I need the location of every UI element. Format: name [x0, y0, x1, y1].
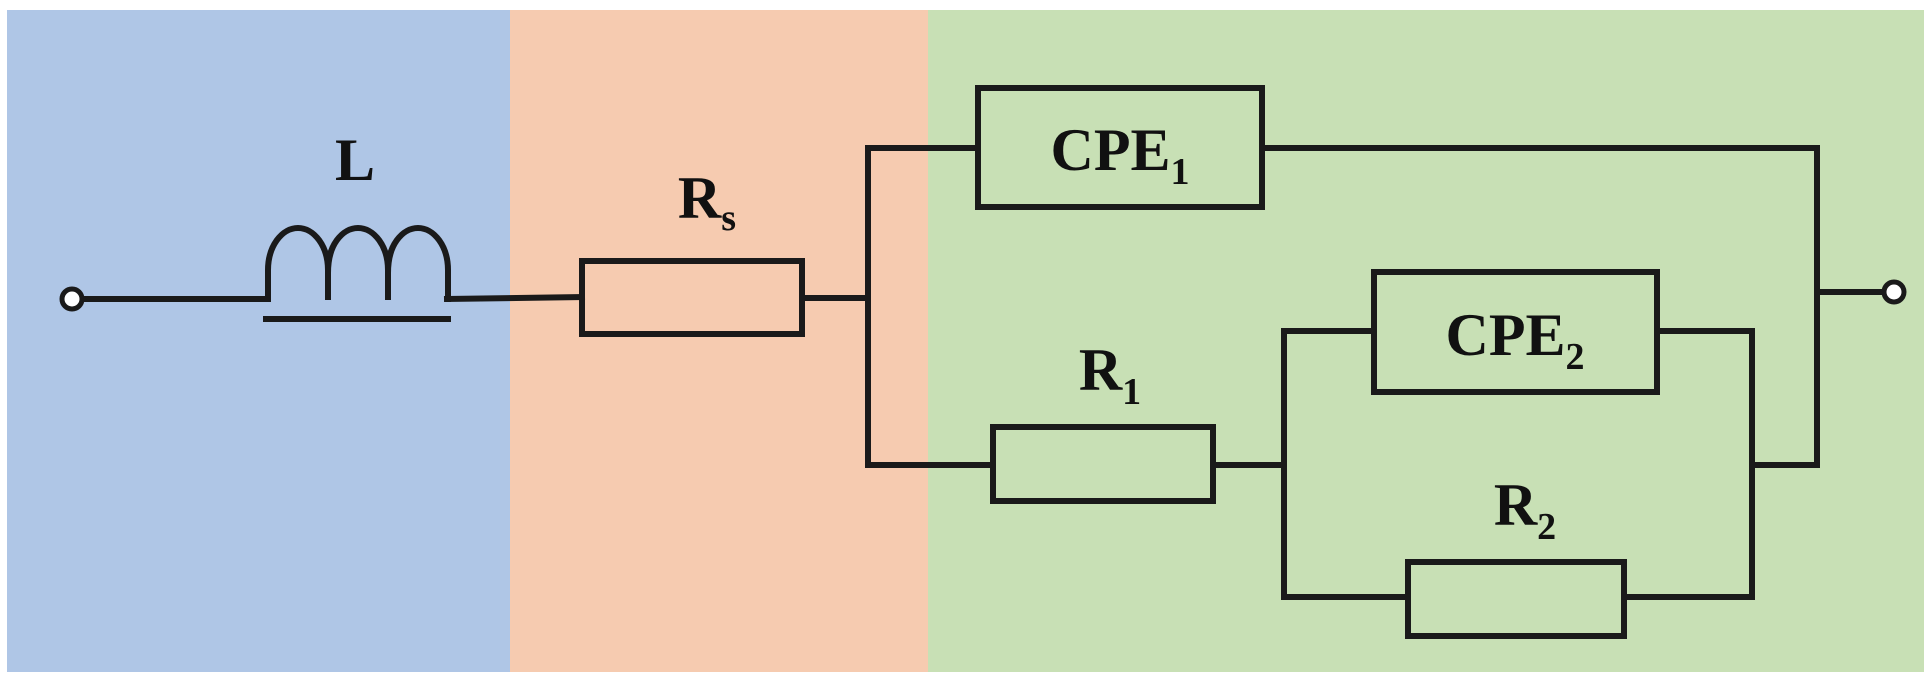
series-resistor-region	[510, 10, 928, 672]
r2-resistor-box	[1405, 559, 1627, 639]
r1-resistor-box	[990, 424, 1216, 504]
input-terminal	[59, 286, 85, 312]
circuit-wires	[79, 145, 1887, 600]
r1-label: R1	[1079, 337, 1141, 413]
r2-label: R2	[1494, 472, 1556, 548]
cpe1-box	[975, 85, 1265, 210]
rs-label: Rs	[678, 165, 736, 239]
inductor-symbol	[263, 225, 451, 322]
cpe2-label: CPE2	[1446, 302, 1585, 378]
cpe2-box	[1371, 269, 1660, 395]
inductor-region	[7, 10, 510, 672]
rs-resistor-box	[579, 258, 805, 337]
output-terminal	[1881, 279, 1907, 305]
inductor-label: L	[335, 127, 375, 193]
parallel-network-region	[928, 10, 1924, 672]
cpe1-label: CPE1	[1051, 117, 1190, 193]
inductor-to-rs-wire	[443, 293, 586, 303]
cpe1-right-wire	[1259, 145, 1820, 468]
